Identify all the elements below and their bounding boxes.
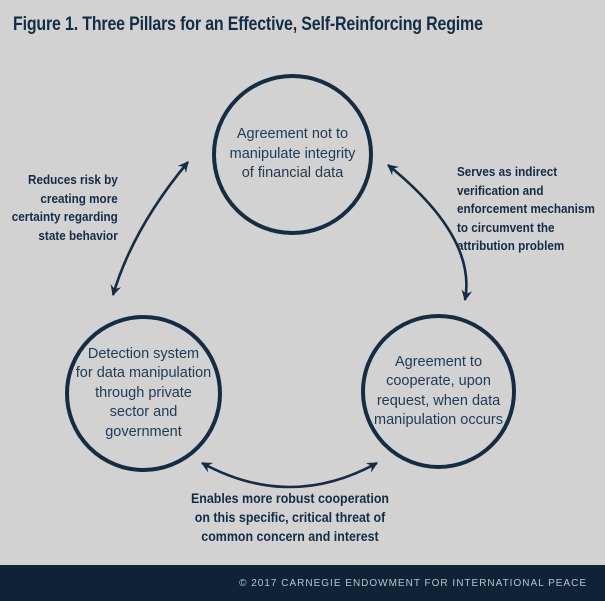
- footer-bar: © 2017 CARNEGIE ENDOWMENT FOR INTERNATIO…: [0, 565, 605, 601]
- node-line: cooperate, upon: [386, 373, 491, 389]
- curved-double-arrow-left-icon: [110, 161, 189, 297]
- node-detection-system: Detection system for data manipulation t…: [65, 315, 222, 472]
- node-line: sector and: [109, 404, 178, 421]
- figure-title: Figure 1. Three Pillars for an Effective…: [13, 14, 483, 35]
- edge-label-line: common concern and interest: [201, 529, 379, 544]
- node-line: manipulate integrity: [229, 145, 356, 162]
- node-text: Agreement not to manipulate integrity of…: [230, 125, 356, 184]
- node-line: through private: [95, 384, 192, 401]
- edge-label-line: verification and: [457, 182, 544, 198]
- copyright-text: © 2017 CARNEGIE ENDOWMENT FOR INTERNATIO…: [239, 577, 587, 589]
- node-line: Agreement to: [394, 353, 483, 370]
- node-text: Detection system for data manipulation t…: [76, 345, 211, 443]
- node-line: government: [105, 423, 182, 440]
- edge-label-line: on this specific, critical threat of: [194, 510, 386, 525]
- node-text: Agreement to cooperate, upon request, wh…: [374, 353, 503, 431]
- edge-label-enables-cooperation: Enables more robust cooperation on this …: [152, 489, 428, 546]
- curved-double-arrow-bottom-icon: [201, 461, 378, 489]
- node-agreement-to-cooperate: Agreement to cooperate, upon request, wh…: [361, 314, 516, 469]
- node-line: Detection system: [87, 345, 200, 362]
- edge-label-reduces-risk: Reduces risk by creating more certainty …: [12, 171, 118, 245]
- edge-label-line: certainty regarding: [12, 209, 118, 224]
- edge-label-line: creating more: [40, 190, 118, 206]
- edge-label-line: attribution problem: [457, 238, 565, 253]
- node-line: for data manipulation: [75, 365, 212, 382]
- edge-label-line: Enables more robust cooperation: [190, 491, 390, 506]
- node-line: Agreement not to: [236, 126, 349, 143]
- curved-double-arrow-right-icon: [387, 163, 473, 302]
- edge-label-line: state behavior: [38, 227, 118, 243]
- edge-label-line: enforcement mechanism: [457, 201, 595, 216]
- node-line: manipulation occurs: [374, 412, 503, 428]
- edge-label-line: Serves as indirect: [457, 164, 558, 179]
- node-line: request, when data: [376, 392, 501, 409]
- node-line: of financial data: [241, 165, 344, 182]
- edge-label-serves-as-indirect: Serves as indirect verification and enfo…: [457, 163, 595, 256]
- edge-label-line: Reduces risk by: [28, 172, 118, 187]
- edge-label-line: to circumvent the: [457, 219, 555, 235]
- node-agreement-not-to-manipulate: Agreement not to manipulate integrity of…: [212, 74, 373, 235]
